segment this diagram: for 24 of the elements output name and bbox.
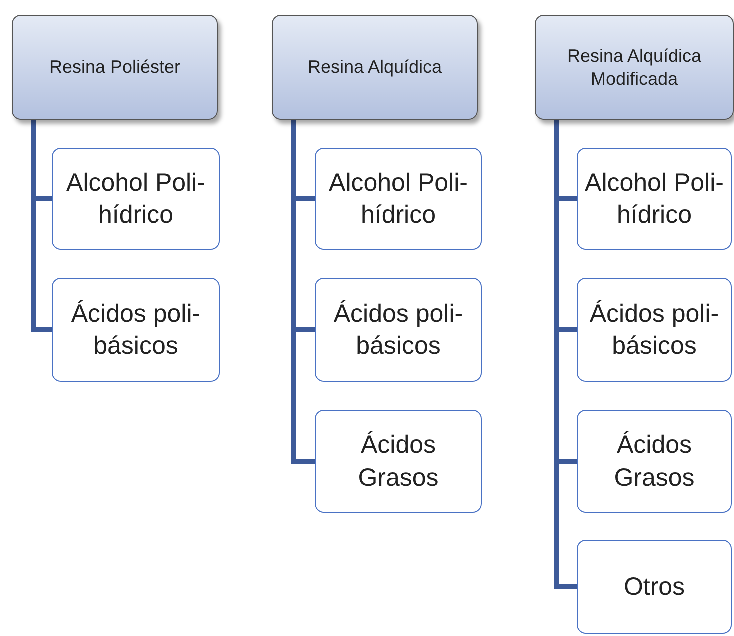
- category-label: Resina Poliéster: [49, 56, 181, 79]
- component-label: Alcohol Poli-hídrico: [66, 168, 206, 231]
- component-label: Alcohol Poli-hídrico: [328, 168, 469, 231]
- component-box: [577, 148, 732, 250]
- category-box: [272, 15, 478, 120]
- category-label: Resina Alquídica Modificada: [566, 45, 703, 90]
- component-label: Ácidos Grasos: [613, 430, 696, 494]
- component-box: [577, 540, 732, 634]
- component-label: Ácidos poli-básicos: [70, 298, 202, 362]
- component-box: [577, 410, 732, 513]
- component-box: [52, 278, 220, 382]
- component-label: Alcohol Poli-hídrico: [584, 168, 725, 231]
- component-box: [52, 148, 220, 250]
- component-box: [315, 410, 482, 513]
- category-box: [535, 15, 734, 120]
- component-label: Ácidos poli-básicos: [332, 298, 464, 362]
- component-label: Otros: [624, 572, 686, 603]
- component-box: [315, 278, 482, 382]
- component-box: [315, 148, 482, 250]
- component-box: [577, 278, 732, 382]
- component-label: Ácidos poli-básicos: [588, 298, 720, 362]
- category-label: Resina Alquídica: [308, 56, 442, 79]
- component-label: Ácidos Grasos: [357, 430, 440, 494]
- category-box: [12, 15, 218, 120]
